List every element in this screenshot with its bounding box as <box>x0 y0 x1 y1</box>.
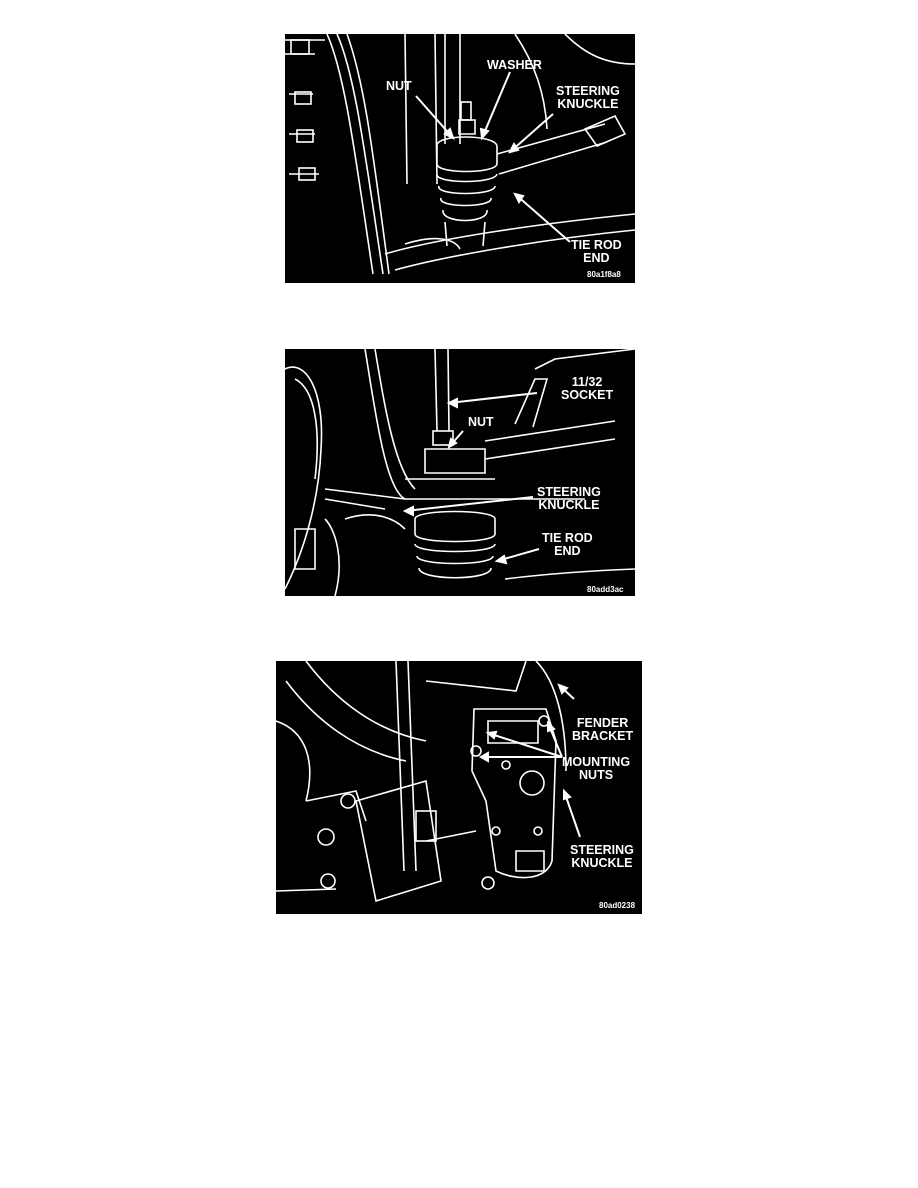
figure-code: 80add3ac <box>587 585 624 594</box>
label-tie-rod-end: TIE ROD END <box>571 238 622 265</box>
figure-code: 80a1f8a8 <box>587 270 621 279</box>
label-mounting-nuts: MOUNTING NUTS <box>562 755 631 782</box>
figure-tie-rod-nut-washer: WASHER NUT STEERING KNUCKLE TIE ROD END … <box>285 34 635 283</box>
label-steering-knuckle: STEERING KNUCKLE <box>556 84 620 111</box>
figure-fender-bracket-mounting: FENDER BRACKET MOUNTING NUTS STEERING KN… <box>276 661 642 914</box>
label-steering-knuckle: STEERING KNUCKLE <box>570 843 634 870</box>
illustration-knuckle-socket <box>285 349 635 596</box>
label-tie-rod-end: TIE ROD END <box>542 531 593 558</box>
label-nut: NUT <box>468 415 494 429</box>
label-nut: NUT <box>386 79 412 93</box>
figure-socket-nut-removal: 11/32 SOCKET NUT STEERING KNUCKLE TIE RO… <box>285 349 635 596</box>
label-fender-bracket: FENDER BRACKET <box>572 716 634 743</box>
illustration-knuckle-fender-bracket <box>276 661 581 903</box>
figure-code: 80ad0238 <box>599 901 636 910</box>
illustration-knuckle-tie-rod <box>285 34 635 275</box>
label-washer: WASHER <box>487 58 542 72</box>
label-steering-knuckle: STEERING KNUCKLE <box>537 485 601 512</box>
label-socket: 11/32 SOCKET <box>561 375 614 402</box>
